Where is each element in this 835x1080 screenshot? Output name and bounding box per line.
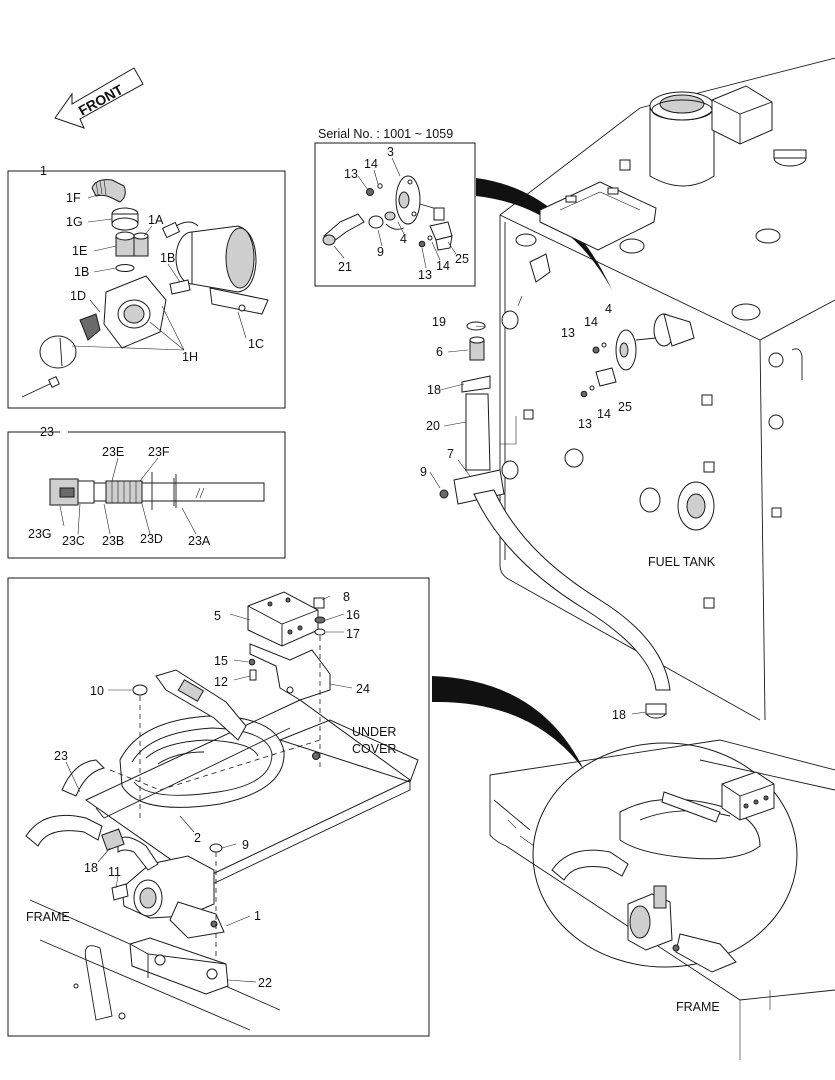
callout-7: 7 bbox=[447, 447, 454, 461]
callout-22: 22 bbox=[258, 976, 272, 990]
callout-14-tank-b: 14 bbox=[597, 407, 611, 421]
inset-callout-3: 3 bbox=[387, 145, 394, 159]
callout-18-main: 18 bbox=[84, 861, 98, 875]
callout-1C: 1C bbox=[248, 337, 264, 351]
callout-2: 2 bbox=[194, 831, 201, 845]
callout-1F: 1F bbox=[66, 191, 81, 205]
front-arrow: FRONT bbox=[54, 67, 144, 129]
callout-17: 17 bbox=[346, 627, 360, 641]
inset-callout-21: 21 bbox=[338, 260, 352, 274]
callout-1: 1 bbox=[40, 164, 47, 178]
callout-13-tank-b: 13 bbox=[578, 417, 592, 431]
callout-23C: 23C bbox=[62, 534, 85, 548]
hose-detail-box: 23 23E 23F 23G 23C 23B 23D 23A bbox=[7, 425, 286, 559]
callout-9-main: 9 bbox=[242, 838, 249, 852]
under-cover-label-2: COVER bbox=[352, 742, 396, 756]
callout-25-tank: 25 bbox=[618, 400, 632, 414]
callout-1B-right: 1B bbox=[160, 251, 175, 265]
callout-15: 15 bbox=[214, 654, 228, 668]
callout-23: 23 bbox=[40, 425, 54, 439]
callout-5: 5 bbox=[214, 609, 221, 623]
callout-11: 11 bbox=[108, 865, 121, 879]
inset-pointer bbox=[476, 178, 612, 290]
inset-callout-4: 4 bbox=[400, 232, 407, 246]
callout-23A: 23A bbox=[188, 534, 211, 548]
callout-14-tank: 14 bbox=[584, 315, 598, 329]
callout-1E: 1E bbox=[72, 244, 87, 258]
callout-23G: 23G bbox=[28, 527, 52, 541]
callout-9-tank: 9 bbox=[420, 465, 427, 479]
fuel-hose: 19 6 18 20 7 9 4 13 14 13 14 25 18 bbox=[420, 302, 671, 722]
callout-1-main: 1 bbox=[254, 909, 261, 923]
callout-4-tank: 4 bbox=[605, 302, 612, 316]
callout-23D: 23D bbox=[140, 532, 163, 546]
inset-callout-14b: 14 bbox=[436, 259, 450, 273]
frame-lower-right: FRAME bbox=[489, 739, 835, 1060]
frame-label-right: FRAME bbox=[676, 1000, 720, 1014]
callout-6: 6 bbox=[436, 345, 443, 359]
callout-24: 24 bbox=[356, 682, 370, 696]
inset-callout-14: 14 bbox=[364, 157, 378, 171]
callout-12: 12 bbox=[214, 675, 228, 689]
callout-16: 16 bbox=[346, 608, 360, 622]
serial-number-label: Serial No. : 1001 ~ 1059 bbox=[318, 127, 453, 141]
callout-1G: 1G bbox=[66, 215, 83, 229]
inset-callout-9: 9 bbox=[377, 245, 384, 259]
callout-18-upper: 18 bbox=[427, 383, 441, 397]
callout-20: 20 bbox=[426, 419, 440, 433]
main-detail-box: UNDER COVER FRAME 5 8 16 17 15 12 24 10 … bbox=[7, 577, 430, 1037]
callout-23B: 23B bbox=[102, 534, 124, 548]
frame-label-left: FRAME bbox=[26, 910, 70, 924]
fuel-tank: FUEL TANK bbox=[499, 57, 835, 721]
callout-23F: 23F bbox=[148, 445, 170, 459]
inset-callout-13b: 13 bbox=[418, 268, 432, 282]
callout-1D: 1D bbox=[70, 289, 86, 303]
callout-8: 8 bbox=[343, 590, 350, 604]
detail-pointer bbox=[432, 676, 584, 770]
callout-23E: 23E bbox=[102, 445, 124, 459]
callout-1B: 1B bbox=[74, 265, 89, 279]
callout-1A: 1A bbox=[148, 213, 164, 227]
callout-13-tank: 13 bbox=[561, 326, 575, 340]
under-cover-label-1: UNDER bbox=[352, 725, 396, 739]
callout-19: 19 bbox=[432, 315, 446, 329]
inset-callout-13: 13 bbox=[344, 167, 358, 181]
fuel-tank-label: FUEL TANK bbox=[648, 555, 716, 569]
inset-callout-25: 25 bbox=[455, 252, 469, 266]
serial-inset-box: Serial No. : 1001 ~ 1059 1 bbox=[314, 127, 476, 287]
callout-23-main: 23 bbox=[54, 749, 68, 763]
callout-18-lower: 18 bbox=[612, 708, 626, 722]
pump-detail-box: 1 bbox=[7, 164, 286, 409]
callout-1H: 1H bbox=[182, 350, 198, 364]
callout-10: 10 bbox=[90, 684, 104, 698]
